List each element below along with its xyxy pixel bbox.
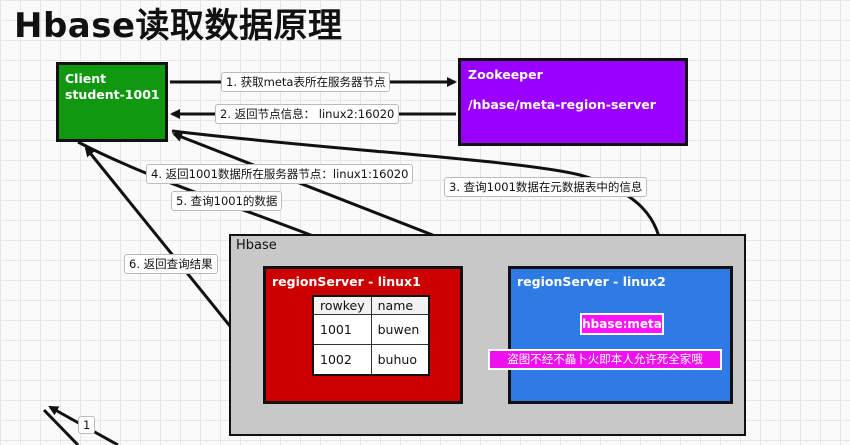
arrow-partial-bottom-2 xyxy=(42,408,80,445)
zookeeper-path: /hbase/meta-region-server xyxy=(468,97,656,112)
client-label: Client xyxy=(65,71,107,86)
region-server-1-label: regionServer - linux1 xyxy=(272,274,421,289)
table-header-row: rowkey name xyxy=(312,295,430,315)
region-server-2-label: regionServer - linux2 xyxy=(517,274,666,289)
step-3-label: 3. 查询1001数据在元数据表中的信息 xyxy=(444,177,648,197)
data-table: rowkey name 1001 buwen 1002 buhuo xyxy=(312,295,430,376)
region-server-2: regionServer - linux2 xyxy=(508,266,733,404)
table-cell: buhuo xyxy=(370,344,430,376)
table-header-rowkey: rowkey xyxy=(312,295,372,315)
diagram-title: Hbase读取数据原理 xyxy=(14,6,343,46)
client-host: student-1001 xyxy=(65,87,160,102)
client-box: Client student-1001 xyxy=(56,62,168,142)
step-4-label: 4. 返回1001数据所在服务器节点：linux1:16020 xyxy=(146,164,414,184)
meta-table-badge: hbase:meta xyxy=(580,313,664,335)
zookeeper-box: Zookeeper /hbase/meta-region-server xyxy=(458,58,688,146)
arrow-step-3 xyxy=(171,129,667,257)
step-1-partial-label: 1 xyxy=(78,416,96,434)
step-2-label: 2. 返回节点信息： linux2:16020 xyxy=(215,104,400,124)
table-cell: 1002 xyxy=(312,344,372,376)
zookeeper-label: Zookeeper xyxy=(468,67,543,82)
table-row: 1001 buwen xyxy=(312,314,430,345)
hbase-label: Hbase xyxy=(236,238,277,253)
step-1-label: 1. 获取meta表所在服务器节点 xyxy=(221,72,391,92)
step-6-label: 6. 返回查询结果 xyxy=(124,254,218,274)
table-header-name: name xyxy=(370,295,430,315)
step-5-label: 5. 查询1001的数据 xyxy=(171,191,283,211)
table-cell: 1001 xyxy=(312,314,372,345)
table-cell: buwen xyxy=(370,314,430,345)
table-row: 1002 buhuo xyxy=(312,344,430,376)
watermark-notice: 盗图不经不畾卜火即本人允许死全家哦 xyxy=(488,349,722,370)
